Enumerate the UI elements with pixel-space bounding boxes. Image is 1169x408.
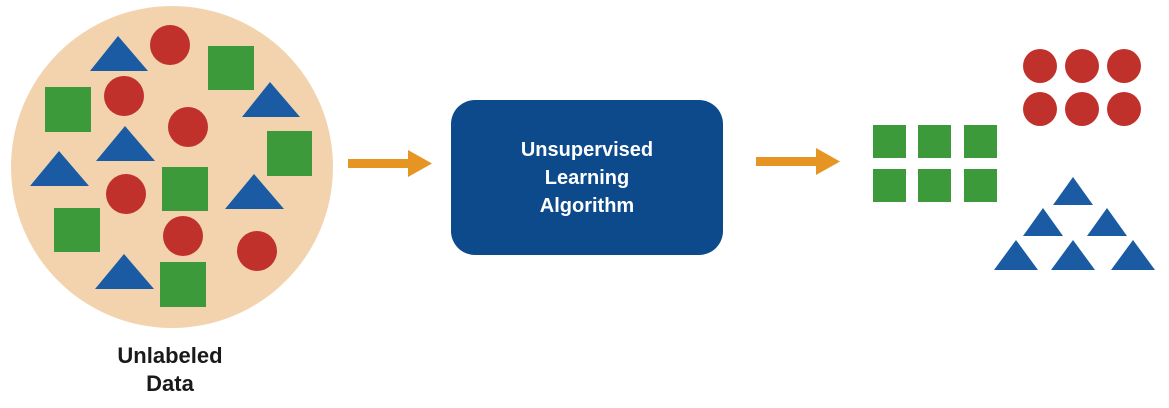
red-circle-shape [1023,49,1057,83]
green-square-shape [918,125,951,158]
green-square-shape [964,125,997,158]
blue-triangle-shape [1111,240,1155,270]
green-square-shape [45,87,91,132]
blue-triangle-shape [1023,208,1063,236]
green-square-shape [208,46,254,90]
red-circle-shape [106,174,146,214]
unlabeled-data-label-line1: Unlabeled [117,343,223,368]
blue-triangle-shape [1087,208,1127,236]
blue-triangle-shape [1053,177,1093,205]
red-circle-cluster [1023,49,1141,126]
blue-triangle-shape [242,82,300,117]
red-circle-shape [237,231,277,271]
red-circle-shape [1107,92,1141,126]
blue-triangle-shape [1051,240,1095,270]
red-circle-shape [1023,92,1057,126]
unlabeled-data-label-line2: Data [146,371,194,396]
red-circle-shape [1065,92,1099,126]
red-circle-shape [1065,49,1099,83]
blue-triangle-shape [96,126,155,161]
algorithm-box-bg [451,100,723,255]
green-square-shape [918,169,951,202]
green-square-shape [267,131,312,176]
green-square-shape [54,208,100,252]
red-circle-shape [168,107,208,147]
algorithm-label-line1: Unsupervised [520,138,654,161]
algorithm-label-line2: Learning [544,166,630,189]
green-square-shape [160,262,206,307]
blue-triangle-shape [30,151,89,186]
red-circle-shape [1107,49,1141,83]
algorithm-label-line3: Algorithm [539,194,635,217]
red-circle-shape [163,216,203,256]
red-circle-shape [104,76,144,116]
blue-triangle-shape [95,254,154,289]
unlabeled-data-label: Unlabeled Data [70,342,270,398]
green-square-cluster [873,125,997,202]
green-square-shape [964,169,997,202]
right-arrow-icon [756,148,840,175]
algorithm-box: Unsupervised Learning Algorithm [451,100,723,255]
unlabeled-data-group [11,6,333,328]
red-circle-shape [150,25,190,65]
green-square-shape [873,125,906,158]
blue-triangle-shape [90,36,148,71]
blue-triangle-shape [994,240,1038,270]
blue-triangle-shape [225,174,284,209]
green-square-shape [873,169,906,202]
algorithm-label: Unsupervised Learning Algorithm [521,136,653,220]
blue-triangle-cluster [994,177,1155,270]
right-arrow-icon [348,150,432,177]
green-square-shape [162,167,208,211]
